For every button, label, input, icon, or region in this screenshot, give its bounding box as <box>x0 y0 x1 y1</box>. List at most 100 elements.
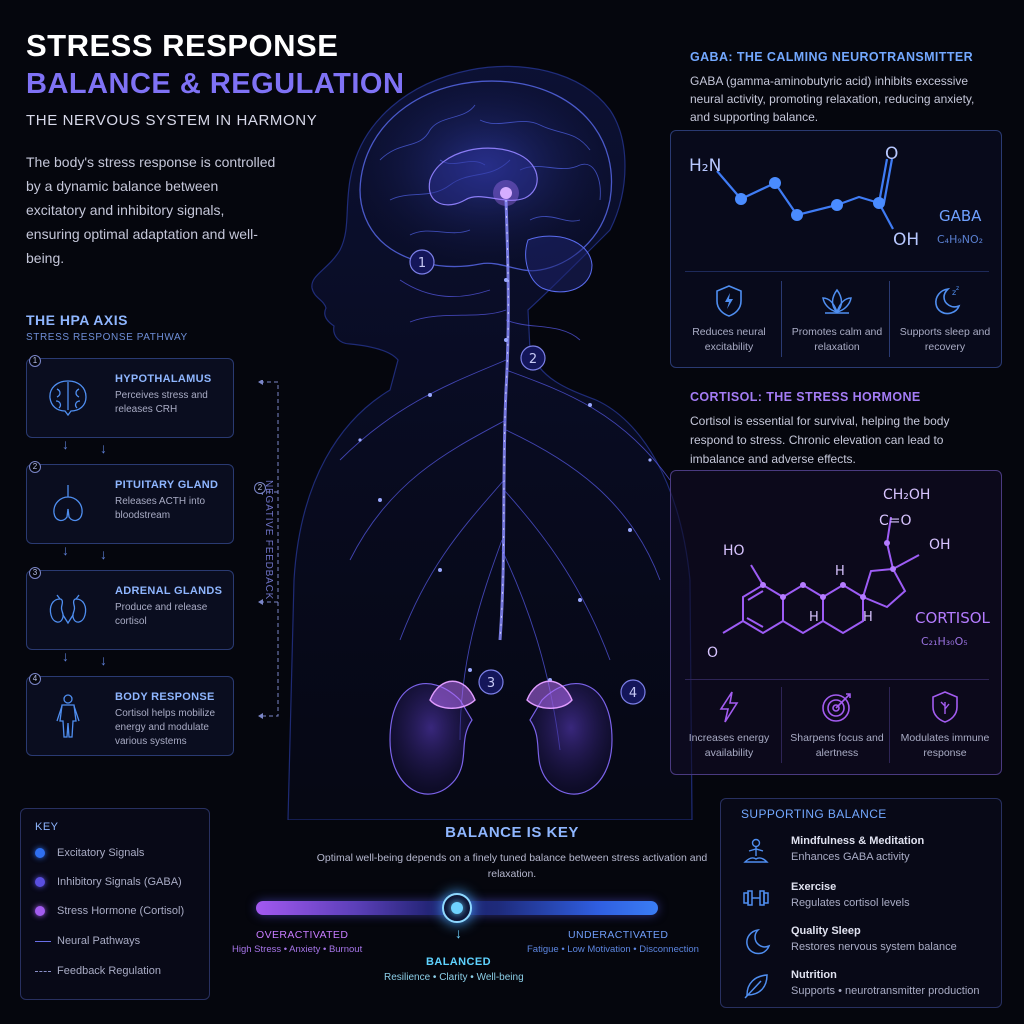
meditation-icon <box>743 838 769 863</box>
ho-label: HO <box>723 543 745 559</box>
hydrogen-label: H <box>835 564 845 579</box>
cortisol-benefit-energy: Increases energy availability <box>677 689 781 761</box>
negative-feedback-loop: 2 NEGATIVE FEEDBACK <box>254 379 284 720</box>
balance-gauge-indicator <box>442 893 472 923</box>
svg-text:1: 1 <box>418 256 426 271</box>
support-item-exercise: Exercise Regulates cortisol levels <box>737 881 997 921</box>
cortisol-panel: CH₂OH C=O HO OH O H H H CORTISOL C₂₁H₃₀O… <box>670 470 1002 775</box>
step-desc: Produce and release cortisol <box>115 602 208 627</box>
support-item-name: Mindfulness & Meditation <box>791 835 925 847</box>
gaba-panel: H₂N O OH GABA C₄H₉NO₂ Reduces neural exc… <box>670 130 1002 368</box>
arrow-down-icon: ↓ <box>62 436 69 452</box>
step-title: ADRENAL GLANDS <box>115 585 223 597</box>
target-icon <box>822 693 851 722</box>
benefit-label: Increases energy availability <box>688 732 770 759</box>
support-item-name: Nutrition <box>791 969 837 981</box>
legend-item-inhibitory: Inhibitory Signals (GABA) <box>35 876 182 888</box>
lightning-icon <box>719 691 739 723</box>
hpa-step-pituitary: 2 PITUITARY GLAND Releases ACTH into blo… <box>26 461 234 544</box>
gaba-desc: GABA (gamma-aminobutyric acid) inhibits … <box>690 74 975 124</box>
cortisol-title: CORTISOL: THE STRESS HORMONE <box>690 390 921 404</box>
supporting-balance-panel: SUPPORTING BALANCE Mindfulness & Meditat… <box>720 798 1002 1008</box>
step-number: 4 <box>29 673 41 685</box>
benefit-label: Sharpens focus and alertness <box>790 732 884 759</box>
step-desc: Releases ACTH into bloodstream <box>115 496 206 521</box>
gaba-benefit-calm: Promotes calm and relaxation <box>785 283 889 355</box>
cortisol-formula: C₂₁H₃₀O₅ <box>921 635 968 648</box>
divider <box>781 687 782 763</box>
overactivated-title: OVERACTIVATED <box>256 929 349 941</box>
step-number: 3 <box>29 567 41 579</box>
feedback-number: 2 <box>254 482 266 494</box>
oxygen-label: O <box>707 645 718 661</box>
gaba-title: GABA: THE CALMING NEUROTRANSMITTER <box>690 50 974 64</box>
divider <box>685 271 989 272</box>
benefit-label: Supports sleep and recovery <box>899 326 991 353</box>
arrow-down-icon: ↓ <box>62 648 69 664</box>
page-title: STRESS RESPONSE <box>26 28 339 63</box>
step-desc: Perceives stress and releases CRH <box>115 390 208 415</box>
figure-marker-4: 4 <box>620 679 646 705</box>
step-title: PITUITARY GLAND <box>115 479 219 491</box>
divider <box>685 679 989 680</box>
hydroxyl-label: OH <box>893 230 919 250</box>
divider <box>889 687 890 763</box>
hpa-step-body: 4 BODY RESPONSE Cortisol helps mobilize … <box>26 673 234 756</box>
overactivated-desc: High Stress • Anxiety • Burnout <box>232 944 363 955</box>
shield-icon <box>716 285 742 317</box>
legend-item-cortisol: Stress Hormone (Cortisol) <box>35 905 184 917</box>
legend-label: Inhibitory Signals (GABA) <box>57 876 182 888</box>
moon-icon: z z <box>935 285 961 315</box>
cortisol-benefit-focus: Sharpens focus and alertness <box>785 689 889 761</box>
tagline: THE NERVOUS SYSTEM IN HARMONY <box>26 112 318 129</box>
body-icon <box>56 694 80 738</box>
hpa-title: THE HPA AXIS <box>26 312 128 328</box>
supporting-balance-title: SUPPORTING BALANCE <box>741 807 887 821</box>
benefit-label: Promotes calm and relaxation <box>791 326 883 353</box>
kidneys-icon <box>49 594 87 625</box>
gaba-formula: C₄H₉NO₂ <box>937 233 983 246</box>
step-number: 2 <box>29 461 41 473</box>
leaf-icon <box>744 974 768 999</box>
svg-text:4: 4 <box>629 686 637 701</box>
arrow-down-icon: ↓ <box>100 652 107 668</box>
legend-item-excitatory: Excitatory Signals <box>35 847 144 859</box>
arrow-down-icon: ↓ <box>100 440 107 456</box>
cortisol-molecule-name: CORTISOL <box>915 609 991 627</box>
human-nervous-system-illustration: 1 2 3 4 <box>287 65 693 820</box>
brain-icon <box>49 380 87 417</box>
support-item-nutrition: Nutrition Supports • neurotransmitter pr… <box>737 969 997 1009</box>
step-title: BODY RESPONSE <box>115 691 215 703</box>
oxygen-label: O <box>885 144 898 164</box>
blue-dot-icon <box>35 848 45 858</box>
solid-line-icon <box>35 940 51 942</box>
underactivated-desc: Fatigue • Low Motivation • Disconnection <box>527 944 699 955</box>
ch2oh-label: CH₂OH <box>883 487 930 503</box>
svg-text:3: 3 <box>487 676 495 691</box>
legend-item-pathways: Neural Pathways <box>35 935 140 947</box>
benefit-label: Reduces neural excitability <box>692 326 766 353</box>
divider <box>781 281 782 357</box>
support-item-mindfulness: Mindfulness & Meditation Enhances GABA a… <box>737 835 997 875</box>
arrow-down-icon: ↓ <box>455 925 462 941</box>
hpa-step-hypothalamus: 1 HYPOTHALAMUS Perceives stress and rele… <box>26 355 234 438</box>
moon-icon <box>746 928 771 955</box>
step-desc: Cortisol helps mobilize energy and modul… <box>115 708 216 747</box>
feedback-loop-lines <box>258 379 279 719</box>
figure-marker-1: 1 <box>409 249 435 275</box>
legend-box: KEY Excitatory Signals Inhibitory Signal… <box>20 808 210 1000</box>
page-subtitle: BALANCE & REGULATION <box>26 68 405 100</box>
legend-label: Excitatory Signals <box>57 847 145 859</box>
divider <box>889 281 890 357</box>
underactivated-title: UNDERACTIVATED <box>568 929 669 941</box>
step-number: 1 <box>29 355 41 367</box>
figure-marker-3: 3 <box>478 669 504 695</box>
dumbbell-icon <box>743 890 769 906</box>
gaba-molecule-name: GABA <box>939 207 982 225</box>
legend-label: Feedback Regulation <box>57 965 161 977</box>
purple-dot-icon <box>35 906 45 916</box>
dashed-line-icon <box>35 970 51 972</box>
balance-desc: Optimal well-being depends on a finely t… <box>316 852 708 880</box>
hpa-subtitle: STRESS RESPONSE PATHWAY <box>26 332 188 343</box>
legend-label: Neural Pathways <box>57 935 141 947</box>
